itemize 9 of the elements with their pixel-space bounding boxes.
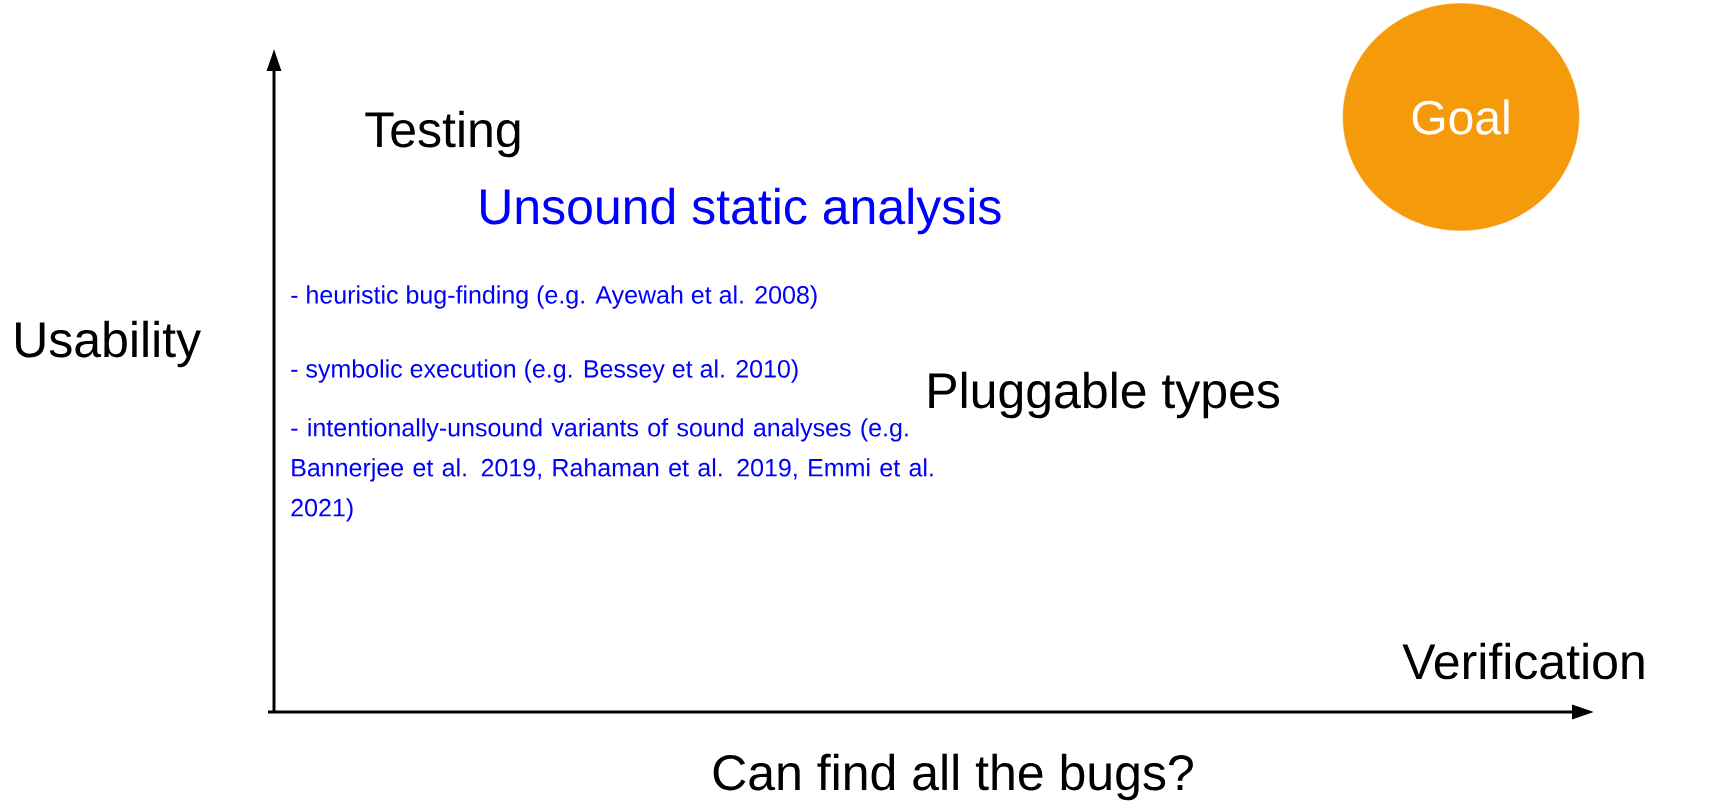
- category-label: Testing: [365, 110, 520, 158]
- axis-title: Can find all the bugs?: [713, 753, 1193, 801]
- example-item: - symbolic execution (e.g. Bessey et al. 2010): [291, 359, 798, 383]
- example-item: - intentionally-unsound variants of sound analyses (e.g. Bannerjee et al. 2019, Rahaman et al. 2019, Emmi et al. 2021): [291, 418, 933, 522]
- category-label: Unsound static analysis: [481, 187, 1001, 235]
- example-item: - heuristic bug-finding (e.g. Ayewah et al. 2008): [291, 285, 817, 309]
- category-label: Pluggable types: [929, 371, 1280, 419]
- axis-title: Verification: [1402, 642, 1644, 680]
- axis-title: Usability: [16, 320, 201, 368]
